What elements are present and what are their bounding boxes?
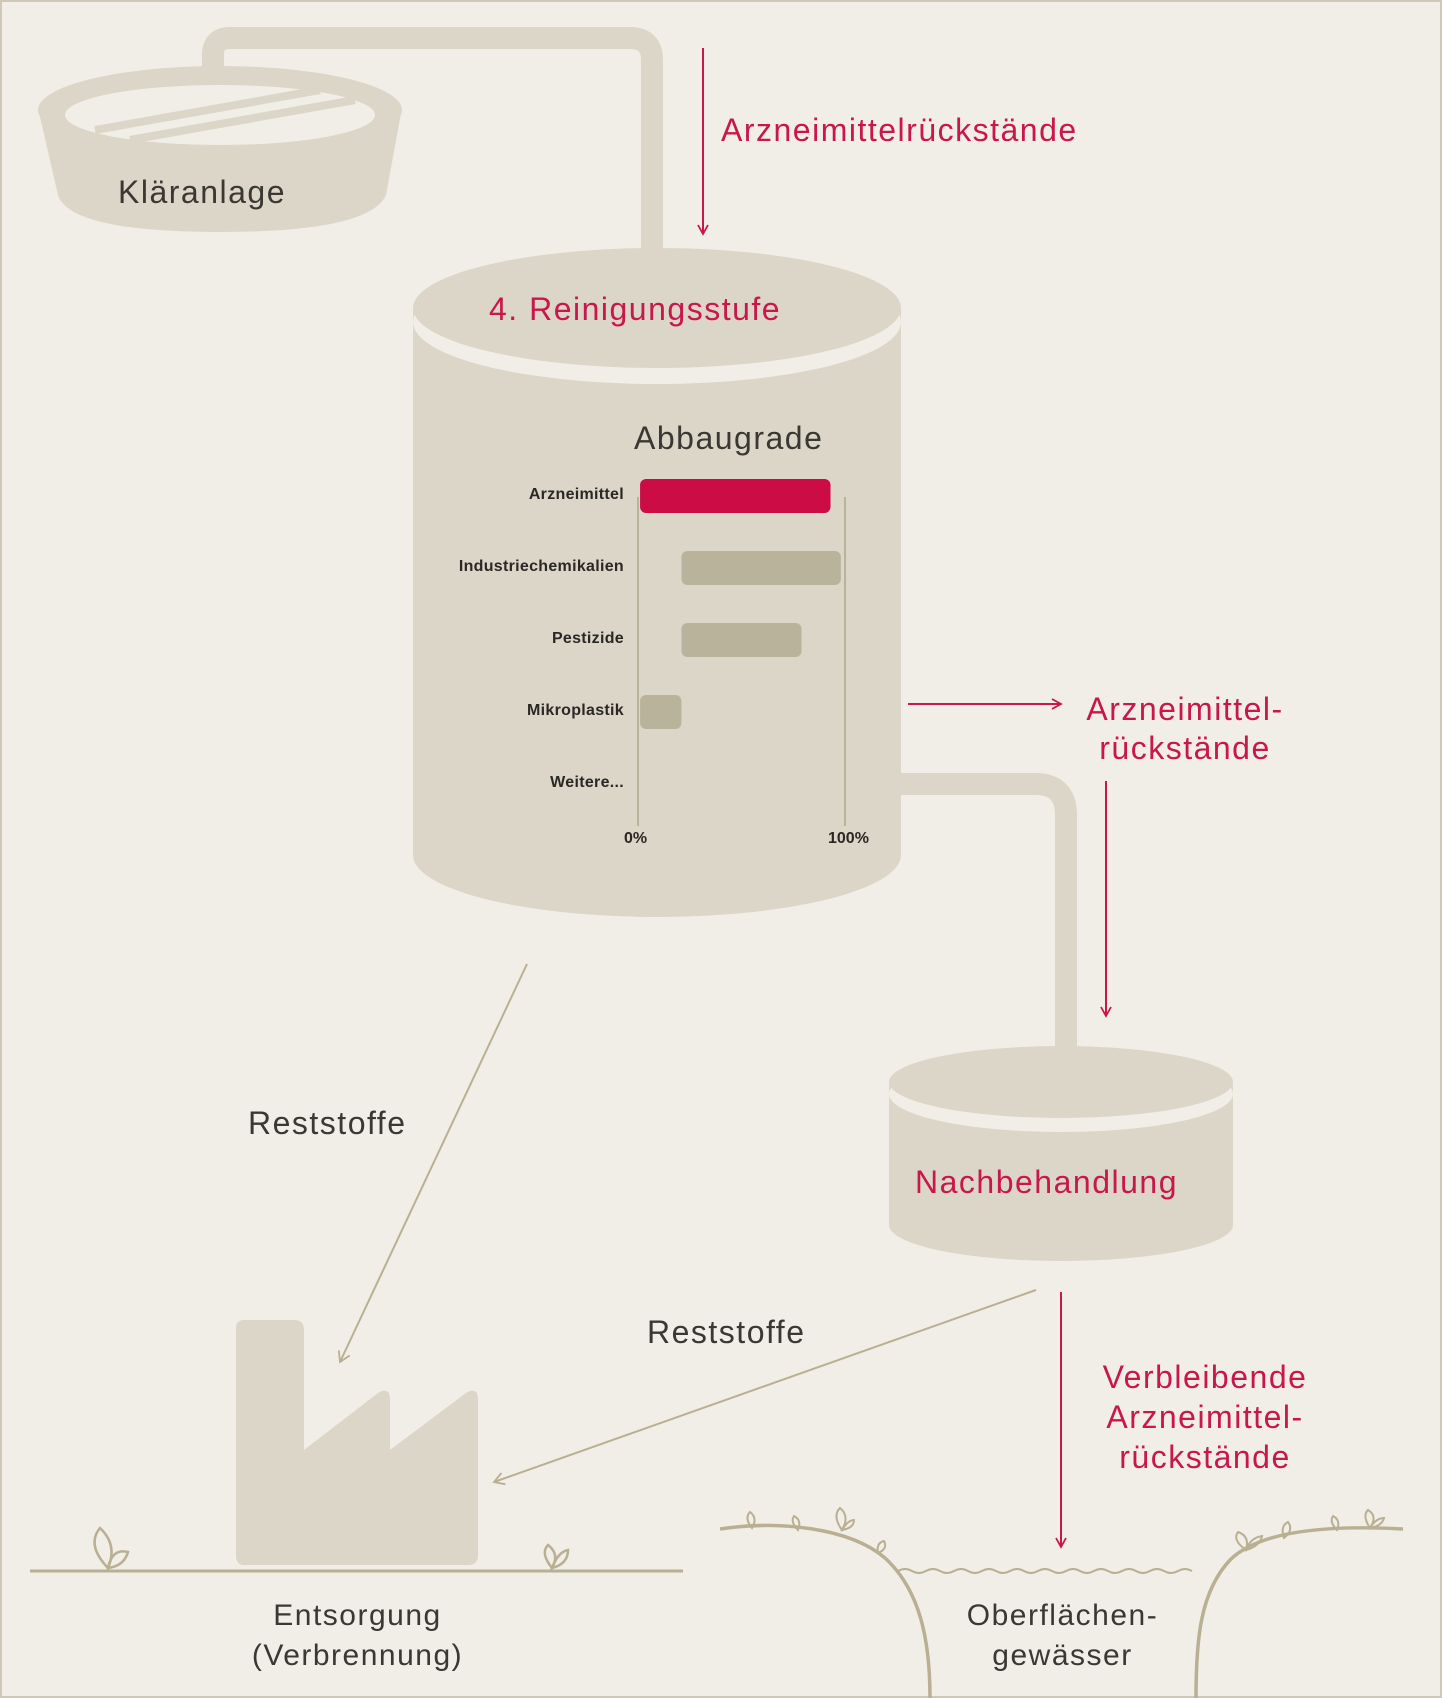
klaeranlage-tank — [38, 66, 402, 232]
verbleibende-line1: Verbleibende — [1102, 1359, 1308, 1395]
oberflaechen-line1: Oberflächen- — [966, 1599, 1159, 1632]
tick-label-hundred: 100% — [828, 830, 869, 847]
plants-right — [1235, 1508, 1386, 1552]
category-label: Pestizide — [551, 630, 624, 647]
pipe-right — [900, 773, 1077, 1055]
arrow-reststoffe-nachbehandlung — [492, 1289, 1037, 1486]
stage4-title: 4. Reinigungsstufe — [489, 291, 782, 327]
bar-mikroplastik — [640, 695, 682, 729]
verbleibende-line3: rückstände — [1119, 1439, 1291, 1475]
bar-industriechemikalien — [681, 551, 841, 585]
entsorgung-line2: (Verbrennung) — [251, 1639, 464, 1672]
category-label: Mikroplastik — [527, 702, 624, 719]
verbleibende-line2: Arzneimittel- — [1106, 1399, 1304, 1435]
reststoffe-label-2: Reststoffe — [647, 1314, 806, 1350]
pipe-top — [202, 27, 663, 255]
arznei-right-label: Arzneimittel- rückstände — [1060, 690, 1310, 768]
nachbehandlung-tank — [889, 1046, 1233, 1261]
water-line — [897, 1568, 1193, 1574]
bar-arzneimittel — [640, 479, 831, 513]
stage4-tank — [413, 248, 901, 917]
sprout-icon — [543, 1543, 570, 1571]
plants-left — [746, 1506, 887, 1555]
klaeranlage-label: Kläranlage — [118, 174, 286, 210]
oberflaechen-label: Oberflächen- gewässer — [920, 1596, 1205, 1676]
verbleibende-label: Verbleibende Arzneimittel- rückstände — [1075, 1357, 1335, 1477]
arrow-reststoffe-stage4 — [337, 963, 528, 1364]
entsorgung-label: Entsorgung (Verbrennung) — [200, 1596, 515, 1676]
river-valley — [719, 1523, 1404, 1698]
category-label: Industriechemikalien — [458, 558, 624, 575]
sprout-icon — [93, 1526, 130, 1571]
chart-title: Abbaugrade — [634, 420, 824, 456]
abbaugrade-chart — [637, 479, 846, 826]
tick-label-zero: 0% — [624, 830, 648, 847]
arznei-right-line2: rückstände — [1099, 730, 1271, 766]
category-label: Weitere... — [550, 774, 624, 791]
nachbehandlung-label: Nachbehandlung — [915, 1164, 1178, 1200]
reststoffe-label-1: Reststoffe — [248, 1105, 407, 1141]
arznei-right-line1: Arzneimittel- — [1086, 691, 1284, 727]
factory-icon — [236, 1320, 478, 1565]
oberflaechen-line2: gewässer — [992, 1639, 1133, 1672]
bar-pestizide — [681, 623, 802, 657]
entsorgung-line1: Entsorgung — [273, 1599, 442, 1632]
category-label: Arzneimittel — [528, 486, 624, 503]
arznei-top-label: Arzneimittelrückstände — [721, 112, 1078, 148]
